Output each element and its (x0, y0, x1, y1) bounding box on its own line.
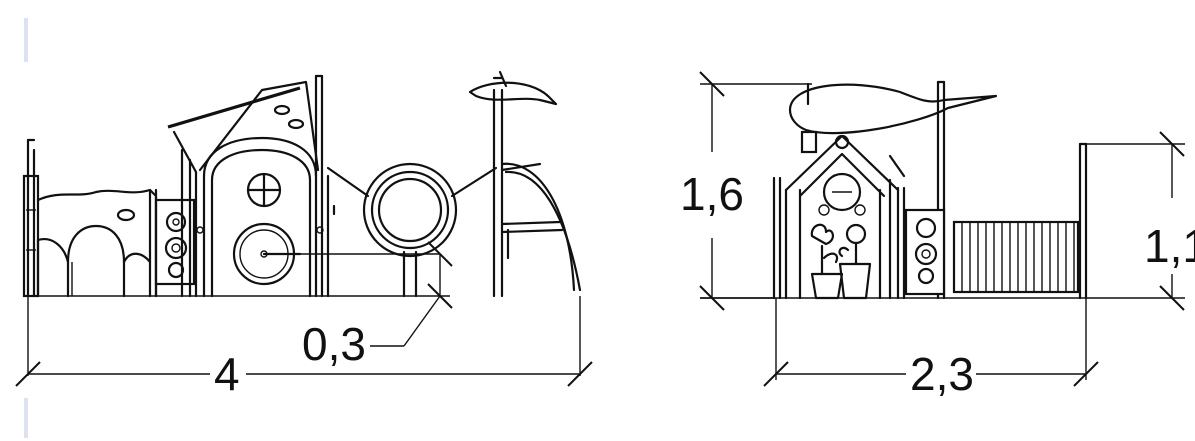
right-elevation: 1,6 1,1 2,3 (680, 71, 1195, 400)
right-height-dimension (699, 71, 812, 311)
gear-panel (148, 188, 196, 298)
flower-house (772, 130, 946, 300)
tyre-tunnel (326, 162, 498, 298)
dimension-left-height: 0,3 (302, 318, 366, 370)
right-width-dimension (763, 298, 1099, 387)
roof-slide (167, 74, 324, 178)
tunnel (952, 142, 1088, 300)
arch-wall (36, 188, 158, 298)
house (180, 136, 336, 298)
left-height-dimension (300, 241, 453, 347)
dimension-right-small-height: 1,1 (1144, 220, 1195, 272)
dimension-right-height: 1,6 (680, 168, 744, 220)
left-end-panel (22, 138, 40, 298)
edge-bar-top (24, 18, 28, 62)
bird-post (468, 70, 582, 298)
dimension-left-width: 4 (214, 348, 240, 400)
right-small-height-dimension (1086, 131, 1185, 311)
left-width-dimension (15, 296, 593, 387)
dimension-right-width: 2,3 (910, 348, 974, 400)
edge-bar-bottom (24, 398, 28, 438)
left-elevation: 0,3 4 (15, 70, 593, 400)
